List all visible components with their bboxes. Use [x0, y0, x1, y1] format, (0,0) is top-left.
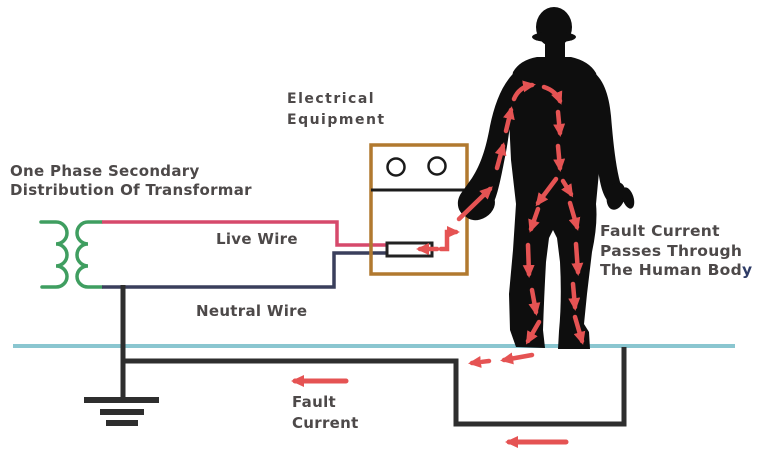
arrow-forearm — [494, 142, 507, 171]
fault-body-line-1: Fault Current — [600, 222, 720, 240]
right-arm — [591, 70, 623, 206]
live-wire-label: Live Wire — [216, 230, 298, 248]
arrow-split-left — [535, 176, 559, 207]
arrow-shoulder-right — [541, 84, 563, 105]
fault-body-label: Fault Current Passes Through The Human B… — [600, 222, 752, 281]
arrow-left-foot — [525, 319, 542, 345]
equipment-label-line-2: Equipment — [287, 112, 386, 128]
knob-icon — [386, 157, 406, 177]
arrow-split-right — [560, 178, 574, 198]
fault-current-arrows — [291, 80, 586, 448]
transformer-coils-icon — [39, 220, 104, 289]
human-body-silhouette — [457, 7, 635, 349]
torso-and-legs — [509, 57, 606, 349]
arrow-left-calf — [522, 242, 535, 278]
left-arm — [457, 70, 517, 219]
transformer-title: One Phase Secondary Distribution Of Tran… — [10, 162, 252, 200]
arrow-hand — [456, 186, 493, 222]
earth-return-path — [120, 285, 627, 427]
live-wire-line — [102, 220, 387, 247]
right-hand-finger — [621, 187, 635, 209]
equipment-label: Electrical Equipment — [287, 89, 386, 131]
title-line-1: One Phase Secondary — [10, 162, 200, 180]
arrow-upper-arm — [503, 106, 515, 134]
arrow-shoulder-left — [511, 80, 536, 102]
fault-current-label: Fault Current — [292, 392, 359, 434]
arrow-right-foot — [572, 314, 586, 345]
title-line-2: Distribution Of Transformar — [10, 181, 252, 199]
fault-body-accent-letter: y — [742, 261, 753, 279]
fault-current-line-2: Current — [292, 414, 359, 432]
arrow-chest-2 — [553, 143, 566, 172]
arrow-fuse-to-case — [438, 226, 460, 252]
equipment-box — [369, 143, 469, 276]
equipment-label-line-1: Electrical — [287, 91, 376, 107]
ground-symbol-icon — [84, 397, 159, 426]
arrow-right-calf — [571, 241, 584, 276]
arrow-feet-to-ground — [500, 352, 535, 365]
right-hand — [606, 182, 626, 210]
arrow-right-thigh — [567, 200, 581, 231]
fault-body-line-3: The Human Body — [600, 261, 753, 279]
head-brim — [532, 31, 576, 43]
fault-body-line-2: Passes Through — [600, 241, 743, 260]
neutral-wire-label: Neutral Wire — [196, 302, 308, 320]
arrow-right-shin — [568, 281, 581, 311]
arrow-left-thigh — [528, 206, 541, 233]
knob-icon — [427, 156, 447, 176]
fault-current-line-1: Fault — [292, 393, 336, 411]
neutral-wire-line — [102, 251, 387, 289]
arrow-into-return-path — [468, 355, 492, 368]
arrow-chest-1 — [553, 109, 566, 137]
arrow-left-shin — [528, 287, 541, 316]
